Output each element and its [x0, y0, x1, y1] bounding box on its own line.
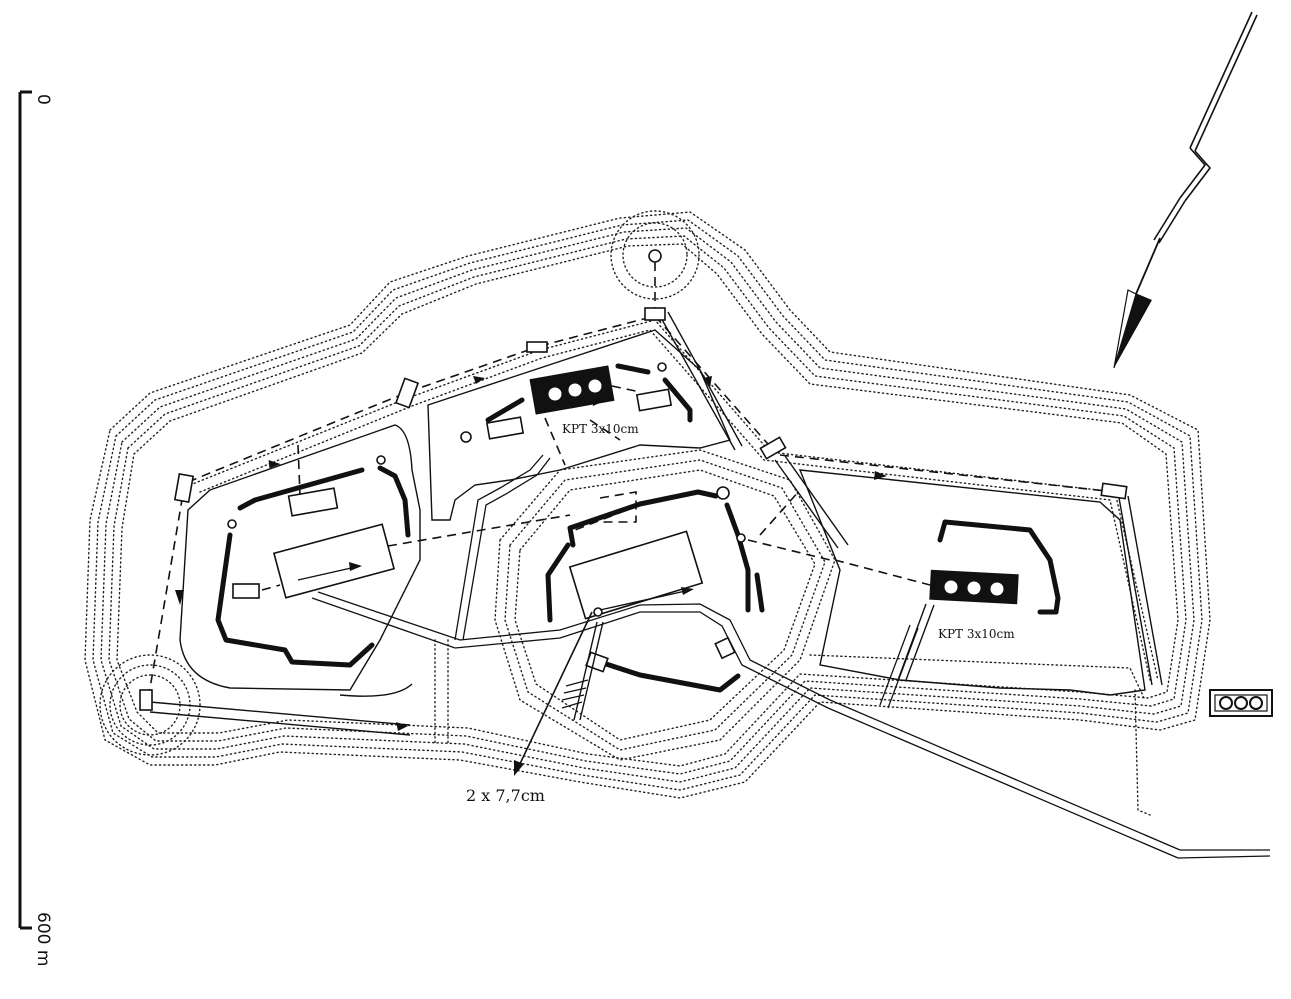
glacis-dotted-outline: [84, 210, 1211, 816]
west-bastion: [179, 424, 571, 697]
battery-north-label: KPT 3x10cm: [562, 422, 639, 436]
battery-east: [929, 569, 1019, 605]
ditch-rampart: [139, 249, 1163, 736]
gun-battery-legend-icon: [1209, 689, 1273, 717]
guns-center-label: 2 x 7,7cm: [466, 786, 545, 805]
scale-end-label: 600 m: [33, 912, 53, 966]
east-bastion: KPT 3x10cm: [798, 469, 1146, 696]
ditch-arrows: [175, 376, 887, 731]
north-arrow-icon: [1113, 11, 1258, 369]
central-fort: 2 x 7,7cm: [466, 486, 831, 805]
battery-north: [529, 365, 615, 415]
scale-bar: 0 600 m: [18, 90, 53, 966]
north-bastion: KPT 3x10cm: [427, 329, 731, 521]
scale-start-label: 0: [33, 94, 53, 105]
roads: [311, 454, 1271, 859]
battery-east-label: KPT 3x10cm: [938, 627, 1015, 641]
